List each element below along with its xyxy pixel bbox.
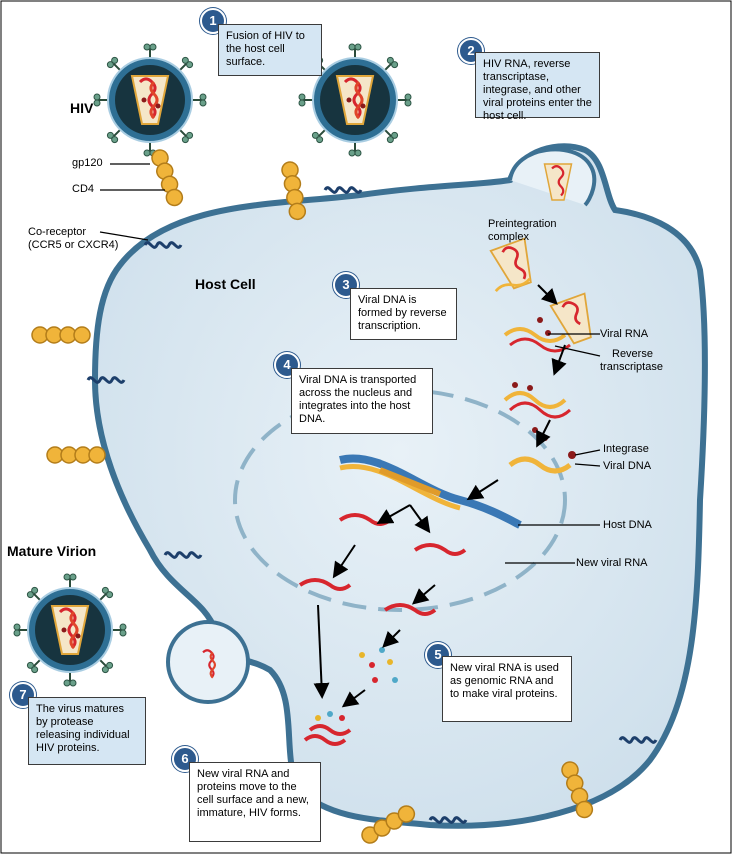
rna-strand-3 — [298, 578, 352, 591]
step-7-text: The virus matures by protease releasing … — [28, 697, 146, 765]
label-hiv: HIV — [70, 100, 94, 116]
preintegration-complex — [489, 237, 532, 293]
assembling-virion — [308, 724, 352, 736]
step-4-text: Viral DNA is transported across the nucl… — [291, 368, 433, 434]
label-preintegration-2: complex — [488, 231, 529, 243]
step-2-text: HIV RNA, reverse transcriptase, integras… — [475, 52, 600, 122]
label-coreceptor-2: (CCR5 or CXCR4) — [28, 239, 119, 251]
label-host-dna: Host DNA — [603, 519, 652, 531]
viral-rna-strand — [503, 327, 567, 343]
label-new-viral-rna: New viral RNA — [576, 557, 648, 569]
reverse-transcription-complex — [549, 292, 592, 345]
step-3-badge: 3 — [333, 272, 359, 298]
label-transcriptase: transcriptase — [600, 361, 663, 373]
label-cd4: CD4 — [72, 183, 95, 195]
label-host-cell: Host Cell — [195, 276, 256, 292]
step-7-badge: 7 — [10, 682, 36, 708]
cdna-strand — [503, 391, 567, 409]
immature-virion — [166, 620, 250, 704]
viral-protein-dots — [359, 647, 398, 683]
label-viral-rna: Viral RNA — [600, 328, 649, 340]
rna-strand-2 — [413, 543, 467, 556]
step-5-text: New viral RNA is used as genomic RNA and… — [442, 656, 572, 722]
label-mature-virion: Mature Virion — [7, 543, 97, 559]
step-4-badge: 4 — [274, 352, 300, 378]
step-3-text: Viral DNA is formed by reverse transcrip… — [350, 288, 457, 340]
flow-arrows — [313, 284, 567, 708]
step-6-text: New viral RNA and proteins move to the c… — [189, 762, 321, 842]
rna-strand-4 — [383, 603, 437, 616]
host-dna-helix — [339, 454, 522, 529]
viral-dna-double — [508, 456, 572, 474]
step-1-text: Fusion of HIV to the host cell surface. — [218, 24, 322, 76]
label-gp120: gp120 — [72, 157, 103, 169]
label-viral-dna: Viral DNA — [603, 460, 652, 472]
label-reverse: Reverse — [612, 348, 653, 360]
leader-lines — [99, 163, 601, 564]
label-coreceptor-1: Co-receptor — [28, 226, 87, 238]
label-integrase: Integrase — [603, 443, 649, 455]
label-preintegration-1: Preintegration — [488, 218, 557, 230]
